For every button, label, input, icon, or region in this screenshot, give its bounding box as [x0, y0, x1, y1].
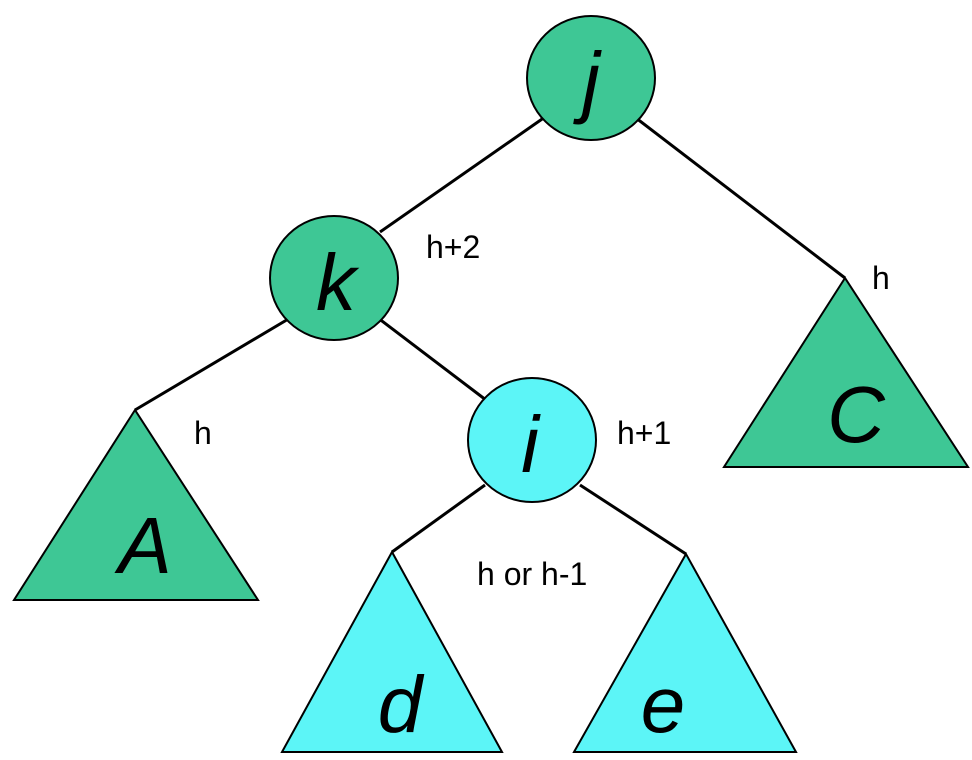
subtree-e-triangle: [572, 551, 798, 753]
subtree-d-triangle: [280, 549, 504, 753]
subtree-c-triangle: [722, 276, 970, 468]
edge-k-i: [377, 316, 487, 402]
edge-i-e: [579, 483, 687, 556]
node-k-circle: [269, 215, 399, 341]
node-j-circle: [526, 15, 656, 141]
node-i-label: i: [521, 400, 541, 489]
node-i-circle: [467, 377, 597, 503]
edge-k-a: [134, 316, 291, 412]
height-label-k: h+2: [426, 229, 480, 265]
height-label-a: h: [194, 415, 212, 451]
height-label-de: h or h-1: [477, 556, 587, 592]
edge-i-d: [391, 483, 486, 554]
subtree-e-label: e: [641, 660, 686, 749]
height-label-c: h: [872, 260, 890, 296]
subtree-c-label: C: [827, 370, 886, 459]
node-k-label: k: [316, 238, 360, 327]
subtree-a-triangle: [12, 408, 260, 601]
edge-j-k: [379, 115, 546, 234]
subtree-d-label: d: [378, 660, 425, 749]
height-label-i: h+1: [617, 415, 671, 451]
subtree-a-label: A: [114, 501, 171, 590]
edge-j-c: [635, 116, 846, 280]
